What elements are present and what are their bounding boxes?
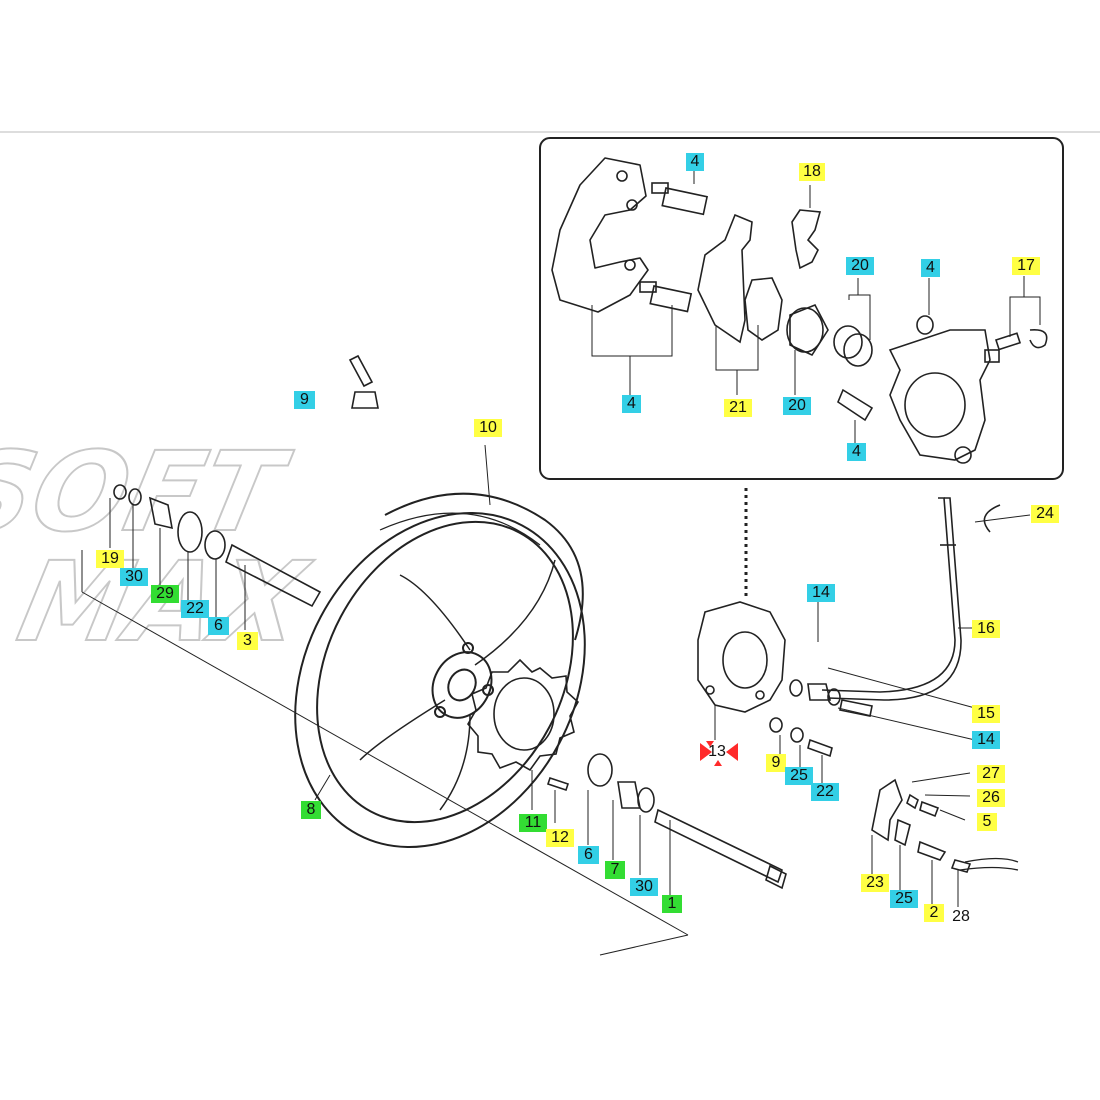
wheel-tire-edge bbox=[384, 492, 584, 641]
bearing-6 bbox=[204, 530, 226, 560]
callout-7[interactable]: 7 bbox=[605, 861, 625, 879]
callout-9a[interactable]: 9 bbox=[294, 391, 315, 409]
callout-9b[interactable]: 9 bbox=[766, 754, 786, 772]
banjo-fitting bbox=[807, 683, 832, 701]
spacer-7 bbox=[617, 781, 641, 809]
spacer-29 bbox=[148, 496, 173, 530]
guide-bolt-upper bbox=[651, 182, 709, 216]
callout-24[interactable]: 24 bbox=[1031, 505, 1059, 523]
caliper-bracket bbox=[551, 157, 649, 313]
tire-valve bbox=[348, 354, 379, 409]
callout-18[interactable]: 18 bbox=[799, 163, 825, 181]
callout-30b[interactable]: 30 bbox=[630, 878, 658, 896]
callout-19[interactable]: 19 bbox=[96, 550, 124, 568]
caliper-detail-parts bbox=[551, 157, 1048, 464]
guide-bolt-lower bbox=[639, 281, 693, 313]
washer-30 bbox=[128, 488, 142, 506]
callout-16[interactable]: 16 bbox=[972, 620, 1000, 638]
callout-12[interactable]: 12 bbox=[546, 829, 574, 847]
banjo-bolt-15 bbox=[839, 699, 873, 717]
washer-9 bbox=[769, 717, 783, 733]
callout-25a[interactable]: 25 bbox=[785, 767, 813, 785]
callout-23[interactable]: 23 bbox=[861, 874, 889, 892]
bleed-cap bbox=[916, 315, 934, 335]
highlight-arrows-13 bbox=[700, 741, 738, 766]
callout-21[interactable]: 21 bbox=[724, 399, 752, 417]
brake-pad-friction bbox=[744, 277, 783, 341]
callout-3[interactable]: 3 bbox=[237, 632, 258, 650]
callout-15[interactable]: 15 bbox=[972, 705, 1000, 723]
callout-22a[interactable]: 22 bbox=[181, 600, 209, 618]
brake-hose bbox=[769, 497, 1031, 758]
spacer-3 bbox=[225, 543, 322, 608]
washer-25 bbox=[790, 727, 804, 743]
nut-19 bbox=[113, 484, 127, 500]
callout-4d[interactable]: 4 bbox=[847, 443, 866, 461]
seal-ring bbox=[833, 325, 863, 359]
callout-11[interactable]: 11 bbox=[519, 814, 547, 832]
right-axle-stack bbox=[531, 753, 787, 895]
screw-12 bbox=[546, 776, 570, 792]
pin-bolt bbox=[837, 388, 874, 422]
callout-20b[interactable]: 20 bbox=[783, 397, 811, 415]
banjo-washer-a bbox=[789, 679, 803, 697]
bolt-22 bbox=[807, 738, 833, 758]
callout-17[interactable]: 17 bbox=[1012, 257, 1040, 275]
callout-6a[interactable]: 6 bbox=[208, 617, 229, 635]
callout-1[interactable]: 1 bbox=[662, 895, 682, 913]
callout-30a[interactable]: 30 bbox=[120, 568, 148, 586]
brake-pad-plate bbox=[697, 213, 753, 344]
callout-5[interactable]: 5 bbox=[977, 813, 997, 831]
bearing-6b bbox=[587, 753, 613, 787]
callout-10[interactable]: 10 bbox=[474, 419, 502, 437]
spring-clip bbox=[791, 209, 822, 270]
wheel bbox=[294, 492, 586, 849]
callout-13[interactable]: 13 bbox=[708, 743, 726, 760]
circlip-24 bbox=[983, 504, 1001, 533]
callout-8[interactable]: 8 bbox=[301, 801, 321, 819]
callout-29[interactable]: 29 bbox=[151, 585, 179, 603]
caliper-assembled bbox=[697, 601, 823, 783]
bleed-ring bbox=[1029, 328, 1048, 349]
axle-1 bbox=[654, 808, 783, 884]
callout-22b[interactable]: 22 bbox=[811, 783, 839, 801]
callout-4c[interactable]: 4 bbox=[622, 395, 641, 413]
sensor-bracket bbox=[871, 772, 1019, 907]
bleed-screw bbox=[984, 332, 1022, 363]
callout-20a[interactable]: 20 bbox=[846, 257, 874, 275]
callout-2[interactable]: 2 bbox=[924, 904, 944, 922]
left-axle-stack bbox=[81, 484, 322, 630]
caliper-body bbox=[888, 329, 991, 461]
callout-25b[interactable]: 25 bbox=[890, 890, 918, 908]
callout-28[interactable]: 28 bbox=[952, 908, 970, 925]
wheel-hub bbox=[431, 651, 493, 719]
callout-4b[interactable]: 4 bbox=[921, 259, 940, 277]
watermark-line1: SOFT bbox=[0, 429, 300, 557]
callout-14b[interactable]: 14 bbox=[972, 731, 1000, 749]
banjo-washer-b bbox=[827, 688, 841, 706]
callout-4a[interactable]: 4 bbox=[686, 153, 704, 171]
callout-26[interactable]: 26 bbox=[977, 789, 1005, 807]
washer-30b bbox=[637, 787, 655, 813]
callout-27[interactable]: 27 bbox=[977, 765, 1005, 783]
callout-6b[interactable]: 6 bbox=[578, 846, 599, 864]
caliper-detail-box bbox=[539, 137, 1064, 480]
callout-14a[interactable]: 14 bbox=[807, 584, 835, 602]
seal-22 bbox=[177, 511, 203, 553]
brake-disc bbox=[467, 658, 580, 772]
wheel-rim-inner bbox=[316, 520, 574, 824]
assembly-leader-lines bbox=[81, 444, 689, 956]
